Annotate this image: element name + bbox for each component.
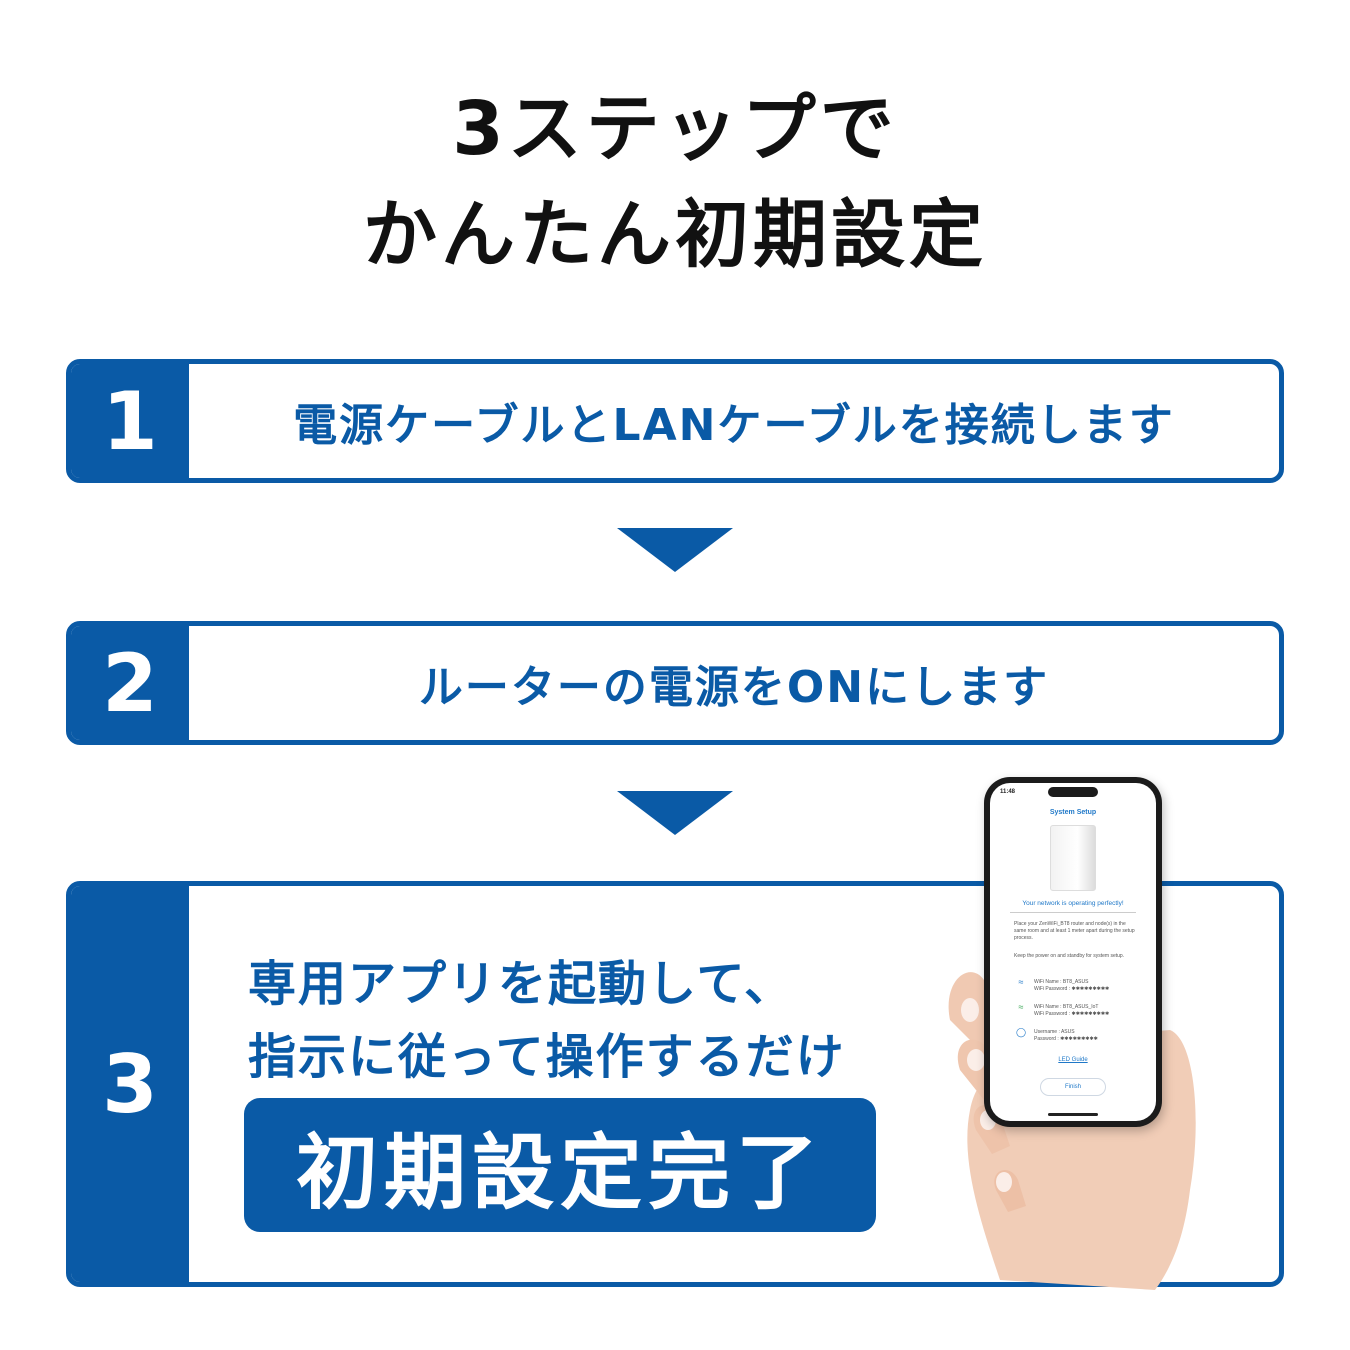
page-title-line2: かんたん初期設定 bbox=[363, 192, 987, 278]
wifi-password-1: WiFi Password : ✱✱✱✱✱✱✱✱✱ bbox=[1034, 986, 1110, 992]
divider bbox=[1010, 912, 1136, 913]
username: Username : ASUS bbox=[1034, 1029, 1075, 1035]
wifi-name-2: WiFi Name : BT8_ASUS_IoT bbox=[1034, 1004, 1099, 1010]
password: Password : ✱✱✱✱✱✱✱✱✱ bbox=[1034, 1036, 1098, 1042]
page-title-line1: 3ステップで bbox=[452, 86, 898, 172]
wifi-iot-icon: ≈ bbox=[1018, 1002, 1024, 1012]
home-indicator bbox=[1048, 1113, 1098, 1116]
step-1-panel: 1 電源ケーブルとLANケーブルを接続します bbox=[66, 359, 1284, 483]
screen-title: System Setup bbox=[1049, 809, 1097, 816]
power-instruction: Keep the power on and standby for system… bbox=[1014, 953, 1125, 959]
step-2-panel: 2 ルーターの電源をONにします bbox=[66, 621, 1284, 745]
step-2-number: 2 bbox=[71, 626, 189, 740]
finish-button[interactable]: Finish bbox=[1040, 1078, 1106, 1096]
led-guide-link[interactable]: LED Guide bbox=[1058, 1057, 1088, 1063]
app-screen: 11:48 System Setup Your network is opera… bbox=[990, 783, 1156, 1121]
step-1-number: 1 bbox=[71, 364, 189, 478]
wifi-password-2: WiFi Password : ✱✱✱✱✱✱✱✱✱ bbox=[1034, 1011, 1110, 1017]
network-status-message: Your network is operating perfectly! bbox=[1022, 900, 1124, 907]
status-time: 11:48 bbox=[1000, 789, 1016, 795]
smartphone: 11:48 System Setup Your network is opera… bbox=[984, 777, 1162, 1127]
wifi-name-1: WiFi Name : BT8_ASUS bbox=[1034, 979, 1089, 985]
setup-complete-badge: 初期設定完了 bbox=[244, 1098, 876, 1232]
step-2-text: ルーターの電源をONにします bbox=[418, 662, 1050, 713]
step-3-text-line1: 専用アプリを起動して、 bbox=[248, 956, 795, 1012]
down-arrow-icon bbox=[617, 528, 733, 572]
setup-instruction: Place your ZenWiFi_BT8 router and node(s… bbox=[1014, 921, 1135, 941]
wifi-icon: ≈ bbox=[1018, 977, 1024, 987]
down-arrow-icon bbox=[617, 791, 733, 835]
router-image bbox=[1050, 825, 1096, 891]
step-3-text-line2: 指示に従って操作するだけ bbox=[248, 1029, 846, 1085]
phone-notch bbox=[1048, 787, 1098, 797]
step-3-number: 3 bbox=[71, 886, 189, 1282]
user-icon: ◯ bbox=[1015, 1027, 1027, 1037]
step-1-text: 電源ケーブルとLANケーブルを接続します bbox=[293, 400, 1175, 451]
